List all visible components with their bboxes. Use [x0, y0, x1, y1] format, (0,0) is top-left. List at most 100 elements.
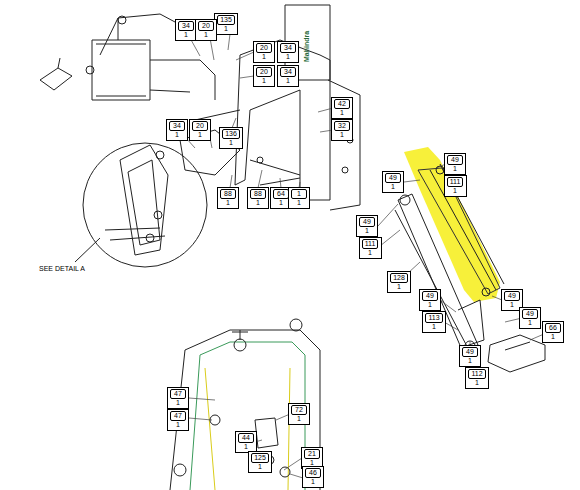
callout-box: 1111 [444, 175, 467, 197]
part-number: 72 [291, 405, 307, 415]
part-number: 42 [334, 99, 350, 109]
callout-box: 341 [277, 65, 299, 87]
quantity: 1 [340, 131, 344, 139]
callout-box: 661 [542, 321, 564, 343]
part-number: 49 [447, 155, 463, 165]
quantity: 1 [204, 31, 208, 39]
part-number: 47 [170, 411, 186, 421]
callout-box: 1121 [465, 367, 489, 389]
quantity: 1 [286, 77, 290, 85]
callout-box: 201 [253, 65, 275, 87]
part-number: 1 [291, 189, 307, 199]
quantity: 1 [365, 227, 369, 235]
part-number: 49 [385, 173, 401, 183]
logo-text: Mahindra [303, 30, 310, 61]
callout-box: 321 [331, 119, 353, 141]
quantity: 1 [340, 109, 344, 117]
quantity: 1 [397, 283, 401, 291]
callout-box: 201 [253, 41, 275, 63]
part-number: 20 [256, 67, 272, 77]
part-number: 88 [250, 189, 266, 199]
quantity: 1 [453, 187, 457, 195]
quantity: 1 [229, 139, 233, 147]
detail-note: SEE DETAIL A [39, 265, 85, 272]
quantity: 1 [198, 131, 202, 139]
part-number: 49 [359, 217, 375, 227]
quantity: 1 [226, 199, 230, 207]
part-number: 34 [280, 67, 296, 77]
quantity: 1 [176, 421, 180, 429]
callout-box: 1251 [248, 451, 272, 473]
quantity: 1 [224, 25, 228, 33]
callout-box: 491 [419, 289, 441, 311]
quantity: 1 [184, 31, 188, 39]
part-number: 112 [468, 369, 485, 379]
part-number: 113 [425, 313, 442, 323]
quantity: 1 [176, 399, 180, 407]
callout-box: 1111 [359, 237, 382, 259]
quantity: 1 [244, 443, 248, 451]
part-number: 64 [273, 189, 289, 199]
quantity: 1 [258, 463, 262, 471]
part-number: 111 [362, 239, 379, 249]
quantity: 1 [175, 131, 179, 139]
callout-box: 881 [217, 187, 239, 209]
callout-box: 491 [382, 171, 404, 193]
callout-box: 201 [189, 119, 211, 141]
part-number: 21 [304, 449, 320, 459]
callout-box: 11 [288, 187, 310, 209]
part-number: 46 [305, 468, 321, 478]
callout-box: 201 [195, 19, 217, 41]
callout-box: 1131 [422, 311, 446, 333]
part-number: 20 [256, 43, 272, 53]
callout-box: 1361 [219, 127, 243, 149]
quantity: 1 [262, 53, 266, 61]
part-number: 44 [238, 433, 254, 443]
part-number: 88 [220, 189, 236, 199]
quantity: 1 [391, 183, 395, 191]
part-number: 34 [178, 21, 194, 31]
part-number: 128 [390, 273, 408, 283]
part-number: 49 [504, 291, 520, 301]
quantity: 1 [428, 301, 432, 309]
part-number: 49 [422, 291, 438, 301]
callout-box: 461 [302, 466, 324, 488]
callout-box: 881 [247, 187, 269, 209]
callout-box: 471 [167, 387, 189, 409]
quantity: 1 [468, 357, 472, 365]
part-number: 135 [217, 15, 235, 25]
part-number: 32 [334, 121, 350, 131]
part-number: 125 [251, 453, 269, 463]
part-number: 20 [192, 121, 208, 131]
part-number: 136 [222, 129, 240, 139]
quantity: 1 [279, 199, 283, 207]
callout-box: 491 [356, 215, 378, 237]
callout-box: 421 [331, 97, 353, 119]
quantity: 1 [262, 77, 266, 85]
callout-box: 721 [288, 403, 310, 425]
quantity: 1 [368, 249, 372, 257]
callout-box: 341 [277, 41, 299, 63]
quantity: 1 [311, 478, 315, 486]
part-number: 49 [462, 347, 478, 357]
part-number: 20 [198, 21, 214, 31]
quantity: 1 [551, 333, 555, 341]
callout-box: 341 [175, 19, 197, 41]
highlight [404, 147, 500, 302]
quantity: 1 [297, 199, 301, 207]
part-number: 34 [169, 121, 185, 131]
callout-box: 491 [459, 345, 481, 367]
quantity: 1 [432, 323, 436, 331]
part-number: 34 [280, 43, 296, 53]
callout-box: 491 [444, 153, 466, 175]
callout-box: 491 [519, 307, 541, 329]
callout-box: 1281 [387, 271, 411, 293]
quantity: 1 [297, 415, 301, 423]
part-number: 111 [447, 177, 464, 187]
part-number: 47 [170, 389, 186, 399]
callout-box: 441 [235, 431, 257, 453]
quantity: 1 [453, 165, 457, 173]
quantity: 1 [510, 301, 514, 309]
callout-box: 471 [167, 409, 189, 431]
